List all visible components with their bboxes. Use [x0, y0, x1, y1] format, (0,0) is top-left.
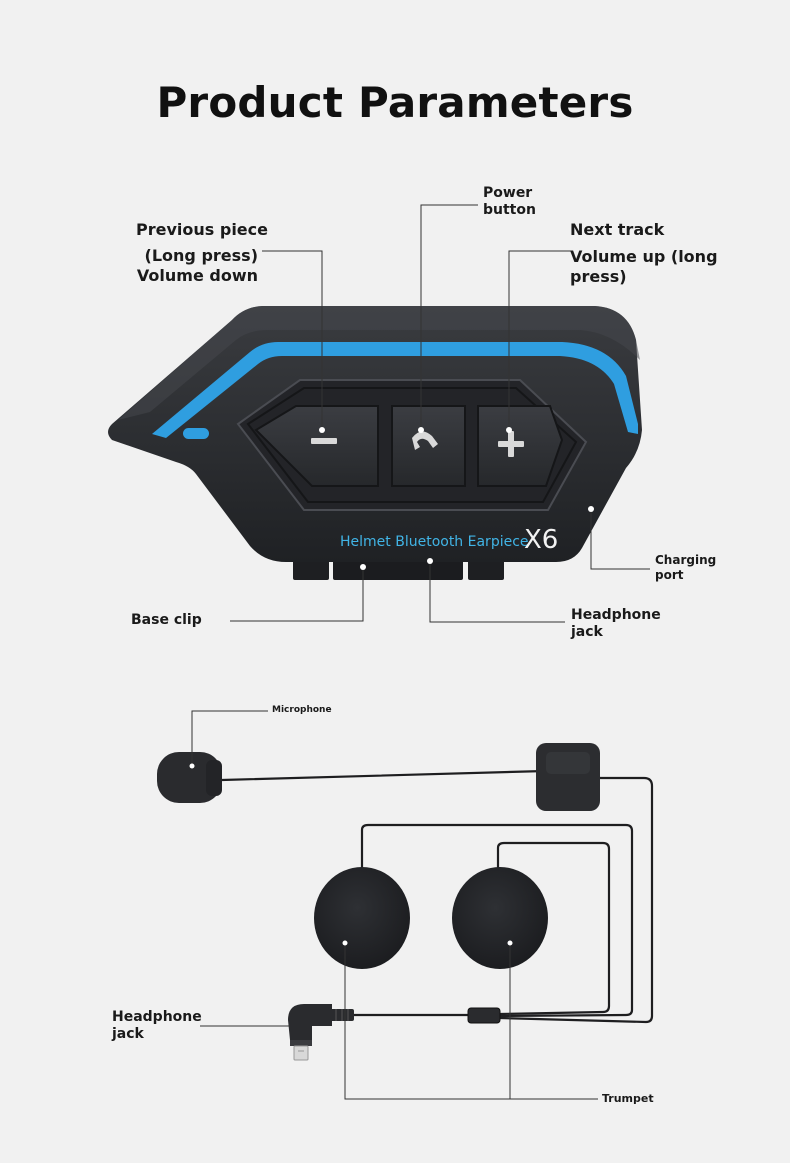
device-brand-text: Helmet Bluetooth Earpiece — [340, 534, 529, 550]
minus-icon — [311, 438, 337, 444]
base-clip-center — [333, 560, 463, 580]
base-clip-left — [293, 558, 329, 580]
label-base-clip: Base clip — [131, 612, 202, 628]
speaker-right — [452, 867, 548, 969]
speaker-left — [314, 867, 410, 969]
page-title: Product Parameters — [156, 78, 634, 127]
label-previous-piece: Previous piece — [136, 220, 268, 239]
inline-connector — [467, 1007, 501, 1024]
label-microphone: Microphone — [272, 705, 332, 715]
status-led — [183, 428, 209, 439]
label-trumpet: Trumpet — [602, 1092, 654, 1105]
label-charging-port: Charging port — [655, 553, 717, 582]
label-power-button: Power button — [483, 185, 536, 219]
microphone-foam — [157, 752, 222, 803]
plus-icon — [498, 431, 524, 457]
label-long-press-volume-down: (Long press) Volume down — [136, 246, 258, 285]
phone-icon — [412, 431, 438, 450]
label-headphone-jack-bottom: Headphone jack — [112, 1009, 202, 1043]
label-next-track: Next track — [570, 220, 665, 239]
accent-stripe — [152, 342, 638, 438]
base-clip-right — [468, 558, 504, 580]
volume-down-button[interactable] — [254, 405, 379, 487]
headphone-jack-plug — [288, 1004, 354, 1061]
device-model-text: X6 — [524, 525, 559, 555]
label-headphone-jack-top: Headphone jack — [571, 607, 661, 641]
power-button[interactable] — [391, 405, 466, 487]
label-volume-up: Volume up (long press) — [570, 247, 718, 286]
